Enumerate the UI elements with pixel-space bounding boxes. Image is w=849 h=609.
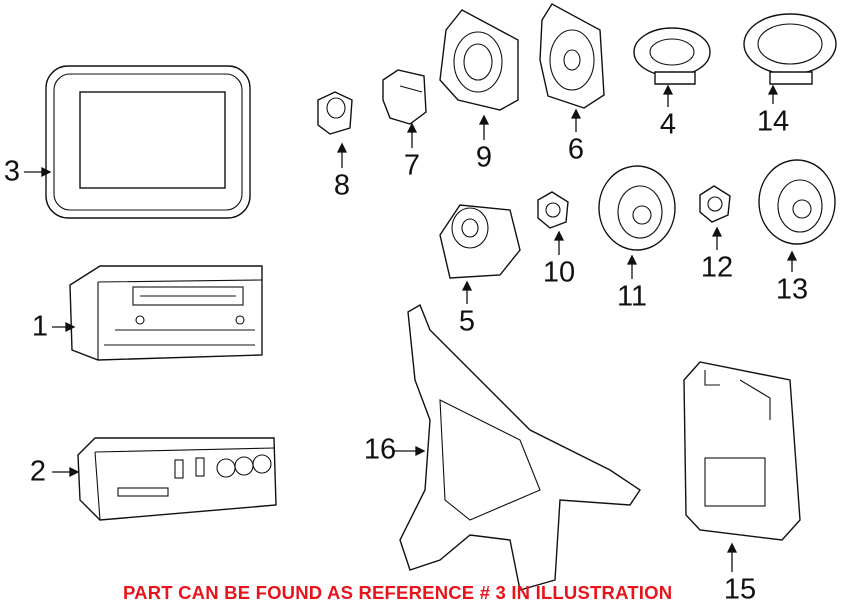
part-2-switch-panel (77, 437, 277, 521)
callout-10: 10 (542, 256, 576, 289)
callout-5: 5 (458, 305, 476, 338)
callout-15: 15 (723, 573, 757, 606)
part-14-speaker (743, 13, 837, 85)
callout-13: 13 (775, 273, 809, 306)
part-7-cover (382, 69, 427, 125)
reference-note: PART CAN BE FOUND AS REFERENCE # 3 IN IL… (123, 582, 673, 603)
callout-3: 3 (3, 155, 21, 188)
part-8-tweeter (317, 91, 353, 135)
part-6-speaker-bracket (539, 3, 605, 109)
part-10-tweeter (537, 191, 569, 229)
part-5-speaker (439, 204, 521, 279)
part-12-tweeter (699, 185, 731, 223)
callout-1: 1 (31, 310, 49, 343)
callout-8: 8 (333, 169, 351, 202)
part-15-module (683, 361, 801, 541)
part-16-bracket (399, 303, 641, 591)
part-9-speaker-bracket (439, 9, 519, 111)
callout-16: 16 (363, 433, 397, 466)
callout-7: 7 (403, 149, 421, 182)
part-13-speaker (758, 159, 836, 245)
leader-arrows (24, 84, 798, 572)
callout-14: 14 (756, 105, 790, 138)
callout-4: 4 (659, 108, 677, 141)
callout-6: 6 (567, 133, 585, 166)
part-1-control-unit (69, 265, 263, 361)
callout-9: 9 (475, 141, 493, 174)
callout-2: 2 (29, 455, 47, 488)
part-3-display (45, 65, 251, 219)
part-11-speaker (598, 165, 676, 251)
part-4-speaker (633, 27, 711, 85)
callout-11: 11 (616, 280, 648, 313)
callout-12: 12 (700, 251, 734, 284)
